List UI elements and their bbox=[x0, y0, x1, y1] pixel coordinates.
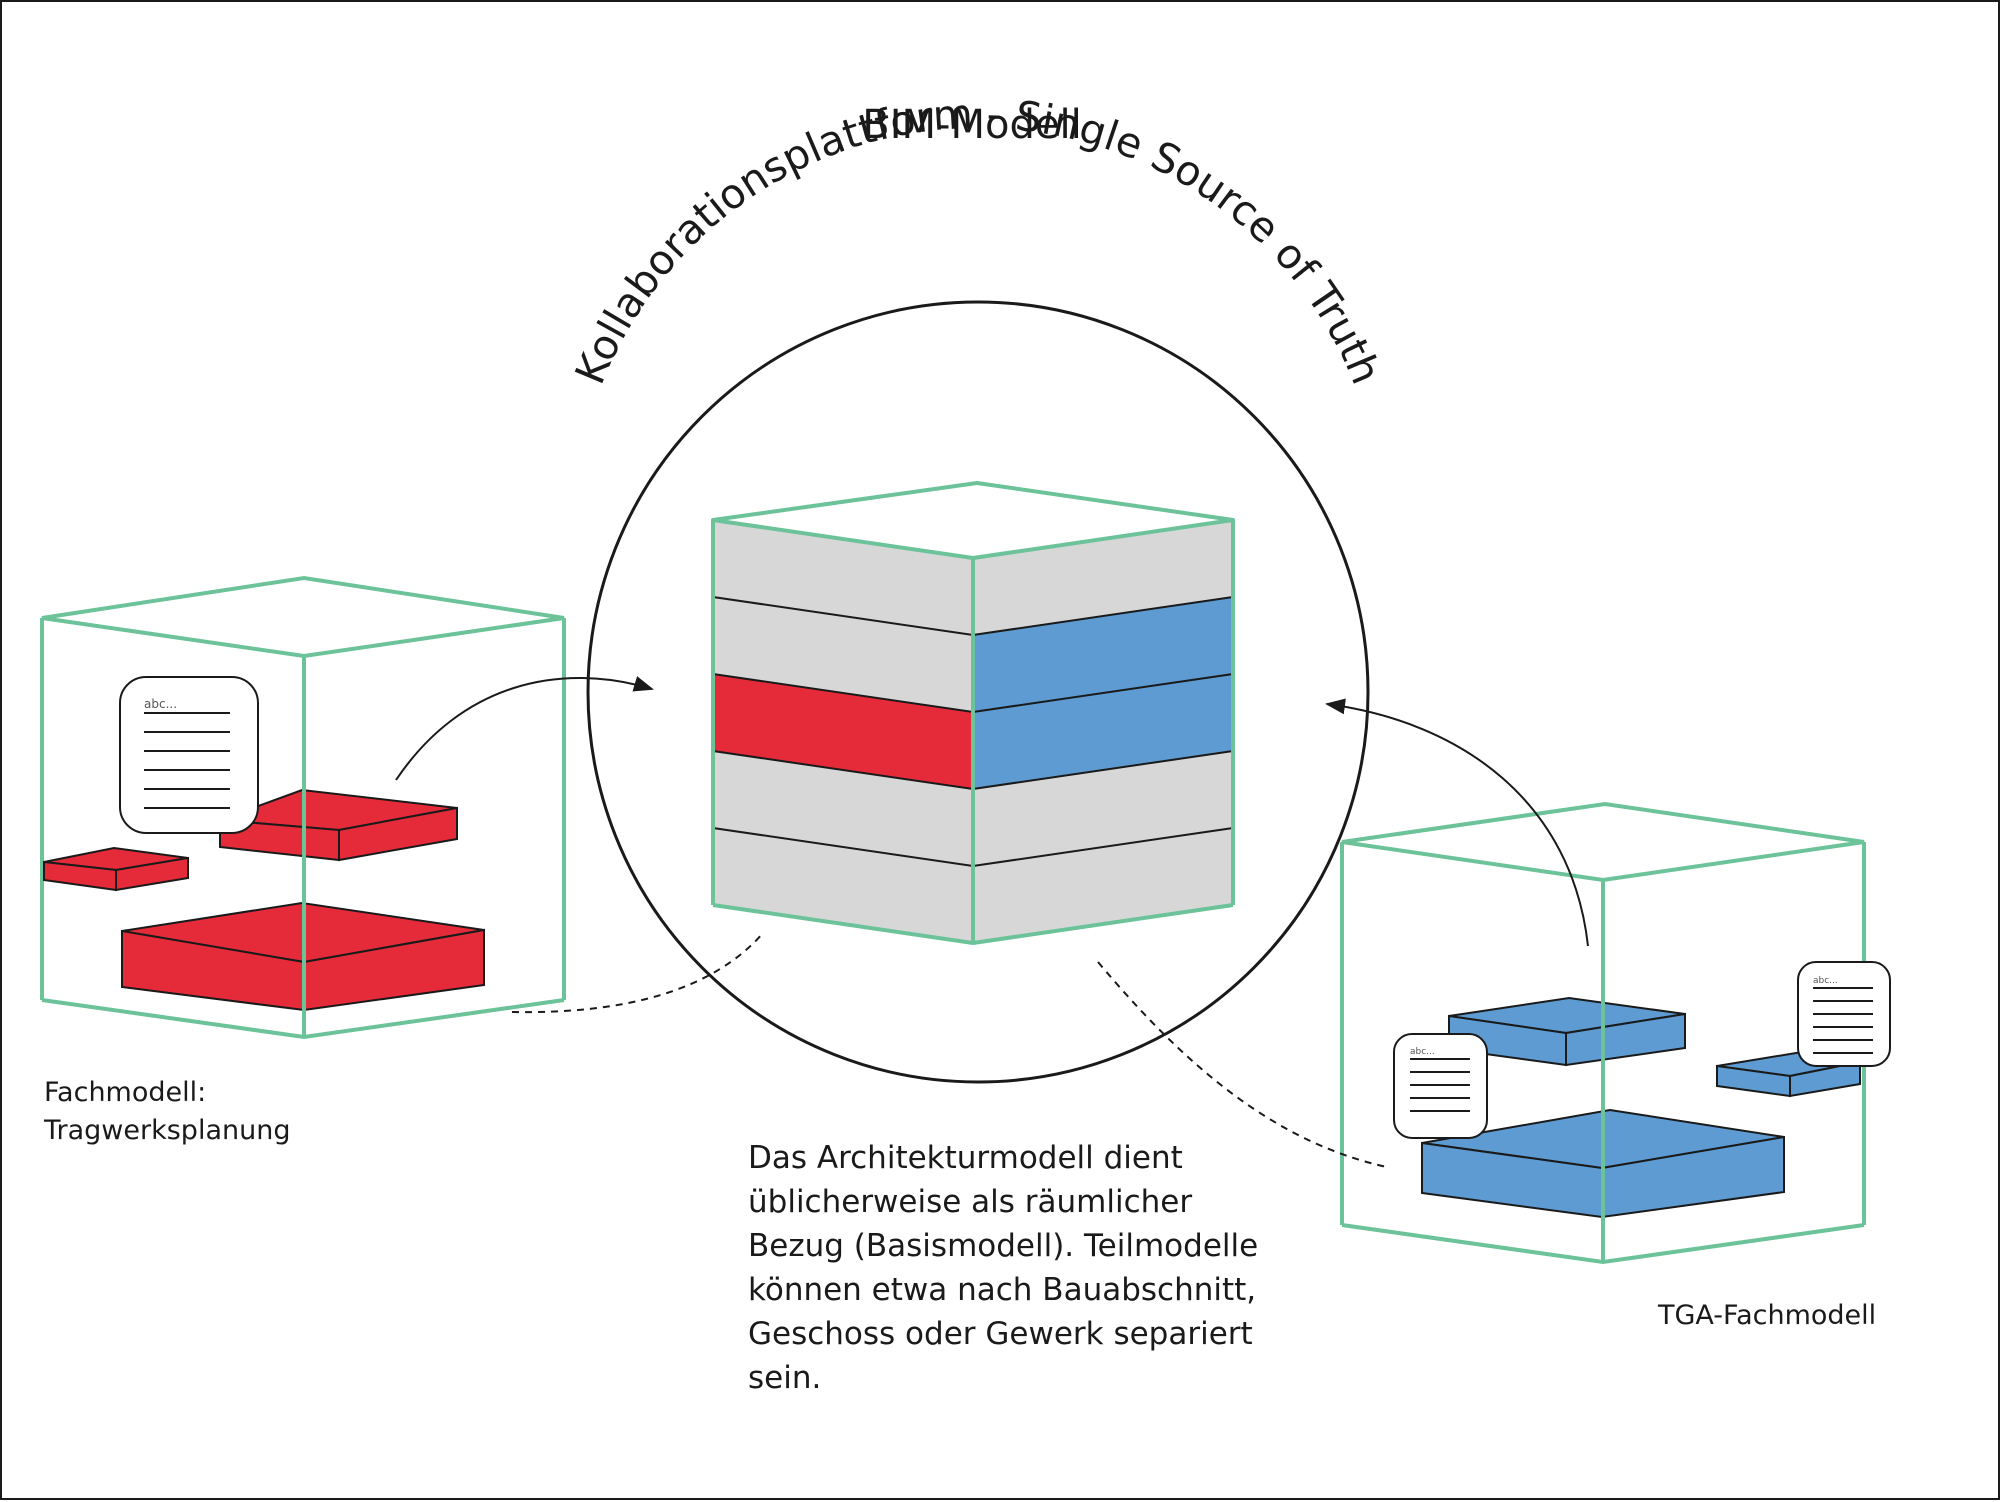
svg-text:abc...: abc... bbox=[144, 697, 177, 711]
left-slab-top bbox=[219, 788, 458, 862]
left-structural-model: abc... bbox=[40, 575, 566, 1040]
diagram-title: BIM-Modell bbox=[862, 102, 1082, 148]
dashed-link-left bbox=[511, 931, 765, 1014]
dashed-link-right bbox=[1097, 961, 1388, 1168]
svg-text:abc...: abc... bbox=[1410, 1047, 1435, 1057]
document-icon: abc... bbox=[119, 676, 259, 834]
left-model-label: Fachmodell: Tragwerksplanung bbox=[44, 1074, 290, 1150]
description-text: Das Architekturmodell dient üblicherweis… bbox=[748, 1140, 1259, 1396]
svg-text:abc...: abc... bbox=[1813, 976, 1838, 986]
document-icon: abc... bbox=[1797, 961, 1891, 1067]
left-model-label-line2: Tragwerksplanung bbox=[44, 1115, 291, 1146]
right-model-label: TGA-Fachmodell bbox=[1658, 1300, 1877, 1331]
platform-circle bbox=[586, 300, 1370, 1084]
platform-label: Kollaborationsplattform - Single Source … bbox=[566, 90, 1390, 391]
left-slab-small bbox=[43, 846, 189, 892]
document-icon: abc... bbox=[1393, 1033, 1488, 1139]
arrow-icon bbox=[395, 676, 654, 781]
central-architecture-model bbox=[711, 481, 1235, 945]
right-mep-model: abc... abc... bbox=[1340, 801, 1891, 1265]
left-model-label-line1: Fachmodell: bbox=[44, 1077, 207, 1108]
arrow-icon bbox=[1325, 698, 1589, 947]
